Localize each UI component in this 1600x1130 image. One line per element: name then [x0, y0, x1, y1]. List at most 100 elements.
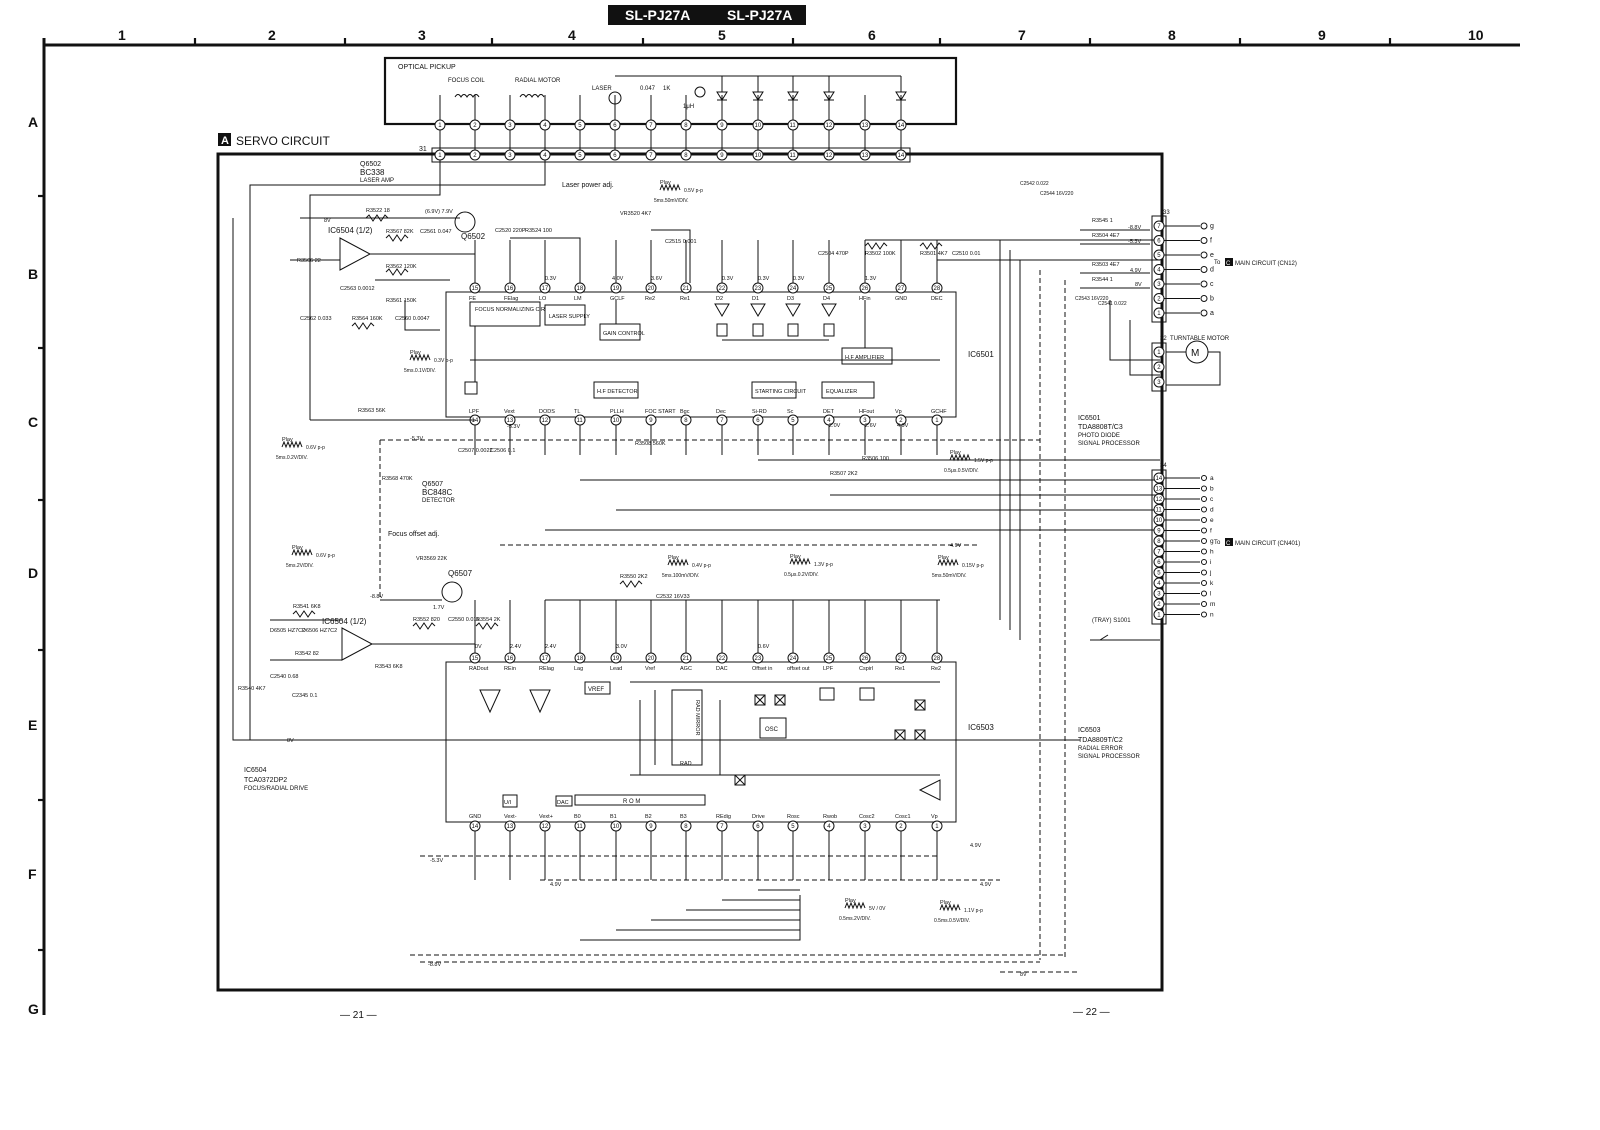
hf-amplifier-text: H.F AMPLIFIER: [845, 355, 884, 361]
waveform-amplitude: 0.6V p-p: [306, 445, 325, 451]
ic6503-top-pin-num: 19: [613, 656, 620, 662]
rad-mirror-block: [671, 689, 703, 766]
waveform-amplitude: 5V / 0V: [869, 906, 886, 912]
voltage-v_5_3: -5.3V: [507, 424, 520, 430]
waveform-label: Play: [292, 545, 303, 551]
component-c2507: C2507 0.0022: [458, 448, 493, 454]
component-r3563: R3563 56K: [358, 408, 386, 414]
component-r3564: R3564 160K: [352, 316, 383, 322]
resistor-icon: [919, 242, 943, 250]
pickup-pin-num: 14: [898, 123, 905, 129]
motor-connector-pin: [1153, 361, 1165, 373]
waveform-trace-icon: [659, 183, 681, 192]
column-label: 4: [568, 27, 576, 43]
ic6503-bottom-pin-num: 6: [756, 824, 760, 830]
connector-33-pin-num: 7: [1157, 224, 1161, 230]
connector-31-pin-num: 8: [684, 153, 688, 159]
waveform-label: Play: [938, 555, 949, 561]
ic6503-description: IC6503 TDA8809T/C2 RADIAL ERROR SIGNAL P…: [1078, 727, 1140, 760]
q6507-transistor-icon: [441, 581, 463, 603]
ic6501-top-pin-num: 21: [683, 286, 690, 292]
motor-connector-num: 32: [1160, 336, 1167, 342]
ic6503-bottom-pin-label: B1: [610, 814, 617, 820]
ic6503-outline: [445, 661, 957, 823]
ic6501-top-pin-num: 23: [755, 286, 762, 292]
focus-normalizing-block: [469, 301, 541, 327]
connector-33-letter: f: [1210, 238, 1212, 245]
ic6503-top-pin-num: 23: [755, 656, 762, 662]
conn34-main: MAIN CIRCUIT (CN401): [1235, 541, 1300, 547]
column-label: 2: [268, 27, 276, 43]
connector-34-terminal: [1201, 527, 1207, 534]
ic6503-bottom-pin-num: 11: [577, 824, 584, 830]
connector-34-letter: l: [1210, 591, 1212, 598]
ic6503-top-pin-num: 24: [790, 656, 797, 662]
connector-34-letter: h: [1210, 549, 1214, 556]
focus-normalizing-text: FOCUS NORMALIZING CIRCUIT: [475, 307, 558, 313]
ic6501-top-pin-label: Re1: [680, 296, 690, 302]
waveform-label: Play: [668, 555, 679, 561]
waveform-scale: 0.5μs.0.5V/DIV.: [944, 468, 979, 474]
waveform-scale: 5ms.0.2V/DIV.: [276, 455, 308, 461]
ic6501-top-pin-num: 25: [826, 286, 833, 292]
ic6503-top-pin-num: 22: [719, 656, 726, 662]
res-1k-label: 1K: [663, 86, 670, 92]
ic6503-top-pin-label: Cspirl: [859, 666, 873, 672]
motor-wire: [1166, 351, 1221, 386]
ic6501-bottom-pin-label: PLLH: [610, 409, 624, 415]
connector-33-letter: e: [1210, 252, 1214, 259]
connector-31-pin: [895, 149, 907, 161]
resistor-icon: [475, 622, 499, 630]
ic6501-bottom-pin-label: TL: [574, 409, 580, 415]
focus-offset-adj-label: Focus offset adj.: [388, 531, 439, 538]
ic6503-amp-icon: [529, 689, 551, 714]
connector-31-pin: [469, 149, 481, 161]
rad-text: RAD: [680, 761, 692, 767]
connector-34-letter: e: [1210, 517, 1214, 524]
ic6503-bottom-pin-num: 5: [791, 824, 795, 830]
connector-34-num: 34: [1160, 463, 1167, 469]
ic6504-desc-line: FOCUS/RADIAL DRIVE: [244, 786, 308, 792]
waveform-scale: 5ms.50mV/DIV.: [654, 198, 689, 204]
waveform-amplitude: 0.3V p-p: [434, 358, 453, 364]
voltage-v4_9: 4.9V: [970, 843, 982, 849]
connector-34-terminal: [1201, 506, 1207, 513]
gain-wire: [651, 229, 691, 283]
connector-33-pin-num: 4: [1157, 268, 1161, 274]
ic6503-top-pin-label: Lead: [610, 666, 622, 672]
waveform-scale: 0.5μs.0.2V/DIV.: [784, 572, 819, 578]
ic6503-bottom-pin-num: 7: [720, 824, 724, 830]
ic6501-amplifiers: [464, 300, 940, 395]
connector-34-pin-num: 8: [1157, 539, 1161, 545]
voltage-v2_4: 2.4V: [510, 644, 522, 650]
ic6504-top-opamp-icon: [339, 237, 372, 271]
ic6501-filter-icon: [752, 323, 764, 337]
voltage-v1_7: 1.7V: [433, 605, 445, 611]
ic6503-internal-logic: [479, 681, 941, 801]
pickup-pin-num: 3: [508, 123, 512, 129]
ic6501-top-pin-label: D3: [787, 296, 794, 302]
waveform-amplitude: 0.15V p-p: [962, 563, 984, 569]
ic6501-top-pin-label: LO: [539, 296, 547, 302]
row-label: F: [28, 866, 37, 882]
ic6503-pins: 15RADout16REin17RElag18Lag19Lead20Vref21…: [469, 600, 943, 880]
header-model-right: SL-PJ27A: [727, 7, 792, 23]
waveform-label: Play: [845, 898, 856, 904]
ic6503-switch-icon: [734, 774, 746, 786]
ic6503-top-pin-label: LPF: [823, 666, 834, 672]
connector-33-terminal: [1200, 295, 1208, 302]
component-r3541: R3541 6K8: [293, 604, 321, 610]
ic6503-bottom-pin-label: Cosc1: [895, 814, 911, 820]
ic6501-bottom-pin-label: Bgc: [680, 409, 690, 415]
component-c2560: C2560 0.0047: [395, 316, 430, 322]
ic6501-top-pin-num: 26: [862, 286, 869, 292]
connector-34-terminal: [1201, 580, 1207, 586]
voltage-v_8_8: -8.8V: [370, 594, 383, 600]
ic6501-top-pin-num: 19: [613, 286, 620, 292]
q6502-inline: Q6502: [461, 232, 486, 241]
q6507-part: BC848C: [422, 488, 452, 497]
header-model-left: SL-PJ27A: [625, 7, 690, 23]
component-r3522: R3522 18: [366, 208, 390, 214]
connector-34-terminal: [1201, 496, 1207, 502]
voltage-v0_6: 0.6V: [758, 644, 770, 650]
